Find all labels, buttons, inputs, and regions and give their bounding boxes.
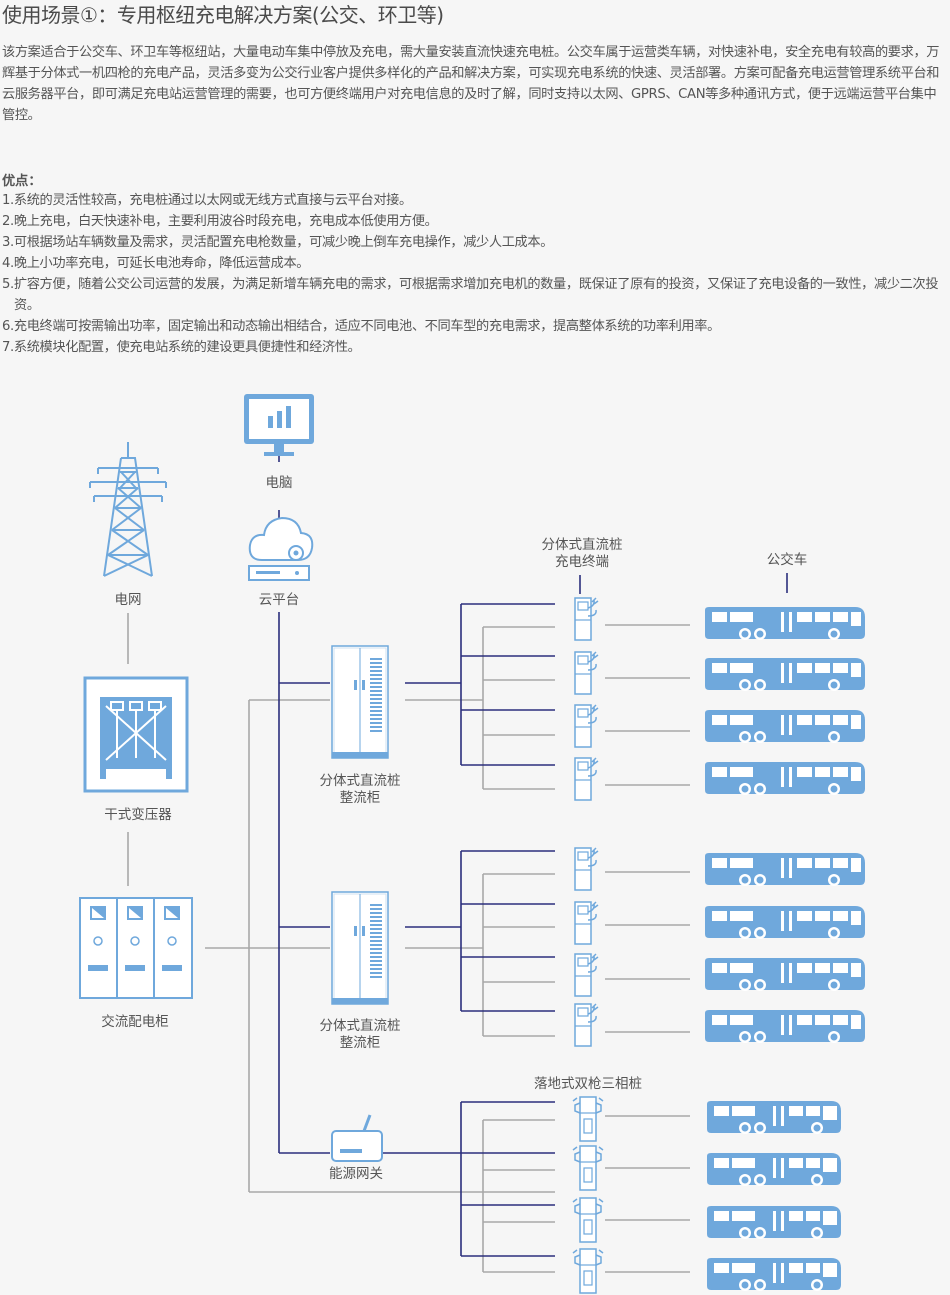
transformer-label: 干式变压器	[104, 807, 172, 823]
page-title: 使用场景①：专用枢纽充电解决方案(公交、环卫等)	[2, 3, 444, 27]
charging-system-diagram: 电网 电脑 云平台 干式变压器 交流配电柜 分体式直流桩 整流柜 分体式直流桩 …	[79, 394, 865, 1294]
charging-terminal-icon	[574, 953, 599, 997]
charging-terminal-icon	[574, 1003, 599, 1047]
advantages-heading: 优点：	[2, 174, 42, 189]
advantage-item: 5.扩容方便，随着公交公司运营的发展，为满足新增车辆充电的需求，可根据需求增加充…	[2, 277, 939, 313]
bus-icon	[707, 1153, 841, 1186]
advantages-list: 1.系统的灵活性较高，充电桩通过以太网或无线方式直接与云平台对接。 2.晚上充电…	[2, 190, 948, 358]
advantage-item: 2.晚上充电，白天快速补电，主要利用波谷时段充电，充电成本低使用方便。	[2, 214, 438, 229]
bus-icon	[707, 1206, 841, 1239]
gateway-label: 能源网关	[329, 1166, 383, 1182]
advantage-item: 6.充电终端可按需输出功率，固定输出和动态输出相结合，适应不同电池、不同车型的充…	[2, 319, 720, 334]
rectifier-label-line2: 整流柜	[340, 1035, 381, 1051]
bus-icon	[705, 853, 865, 886]
charging-terminal-icon	[574, 901, 599, 945]
bus-icon	[707, 1101, 841, 1134]
cloud-server-icon	[248, 516, 314, 581]
power-lines	[127, 613, 690, 1273]
terminal-label-line2: 充电终端	[555, 554, 609, 570]
ac-cabinet-label: 交流配电柜	[101, 1013, 169, 1030]
bus-icon	[705, 607, 865, 640]
bus-icon	[705, 710, 865, 743]
rectifier-cabinet-icon	[331, 645, 389, 759]
charging-terminal-icon	[574, 597, 599, 641]
floor-pile-icon	[572, 1197, 604, 1243]
intro-paragraph: 该方案适合于公交车、环卫车等枢纽站，大量电动车集中停放及充电，需大量安装直流快速…	[2, 45, 940, 123]
charging-terminals	[574, 597, 599, 1047]
rectifier-cabinet-icon	[331, 891, 389, 1005]
bus-icon	[705, 762, 865, 795]
rectifier-label-line1: 分体式直流桩	[320, 773, 401, 789]
floor-pile-icon	[572, 1248, 604, 1294]
advantage-item: 3.可根据场站车辆数量及需求，灵活配置充电枪数量，可减少晚上倒车充电操作，减少人…	[2, 235, 554, 250]
power-tower-icon	[89, 442, 167, 577]
terminal-label-line1: 分体式直流桩	[542, 537, 623, 553]
bus-label: 公交车	[767, 551, 808, 568]
bus-icon	[705, 958, 865, 991]
energy-gateway-icon	[331, 1114, 383, 1162]
charging-terminal-icon	[574, 847, 599, 891]
advantage-item: 4.晚上小功率充电，可延长电池寿命，降低运营成本。	[2, 256, 310, 271]
computer-monitor-icon	[244, 394, 314, 456]
charging-terminal-icon	[574, 704, 599, 748]
floor-piles	[572, 1096, 604, 1294]
charging-terminal-icon	[574, 651, 599, 695]
bus-icon	[705, 906, 865, 939]
floor-pile-icon	[572, 1145, 604, 1191]
bus-icon	[705, 658, 865, 691]
advantage-item: 1.系统的灵活性较高，充电桩通过以太网或无线方式直接与云平台对接。	[2, 193, 412, 208]
bus-icon	[707, 1258, 841, 1291]
floor-pile-icon	[572, 1096, 604, 1142]
ac-distribution-cabinet-icon	[79, 897, 193, 999]
computer-label: 电脑	[266, 475, 293, 491]
grid-label: 电网	[115, 592, 142, 608]
rectifier-label-line2: 整流柜	[340, 790, 381, 806]
bus-icon	[705, 1010, 865, 1043]
floor-pile-label: 落地式双枪三相桩	[534, 1075, 642, 1092]
buses	[705, 607, 865, 1291]
charging-terminal-icon	[574, 757, 599, 801]
dry-transformer-icon	[83, 676, 189, 793]
cloud-label: 云平台	[259, 592, 300, 608]
advantage-item: 7.系统模块化配置，使充电站系统的建设更具便捷性和经济性。	[2, 340, 361, 355]
data-lines	[278, 454, 788, 1257]
rectifier-label-line1: 分体式直流桩	[320, 1018, 401, 1034]
